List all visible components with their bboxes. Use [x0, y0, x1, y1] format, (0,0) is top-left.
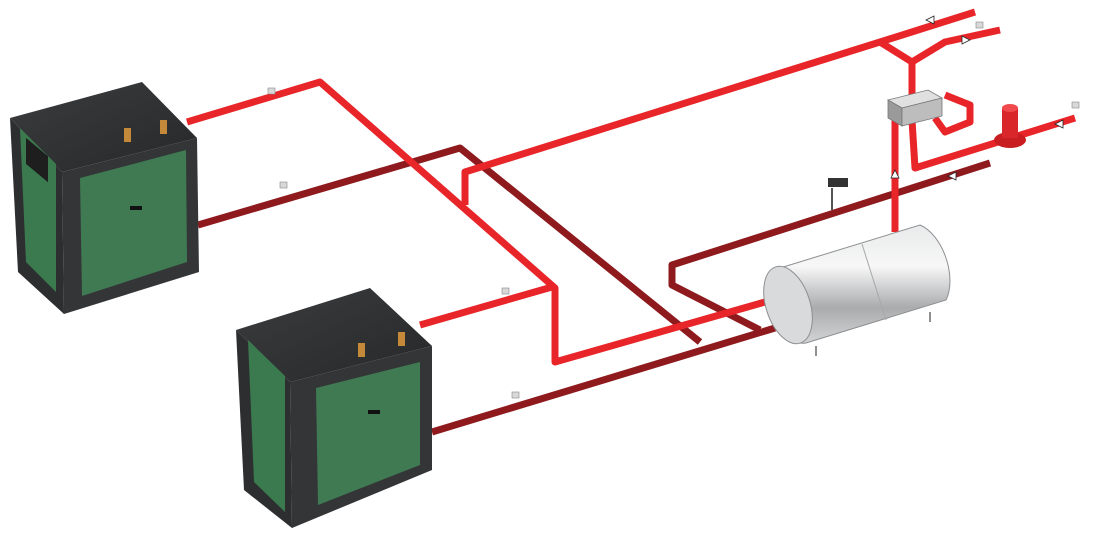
boiler-2: [236, 288, 432, 528]
supply-pipe-boiler-1: [185, 78, 766, 366]
circulator-pump: [994, 104, 1026, 148]
boiler-top: [236, 288, 432, 382]
supply-pipe-boiler-2: [419, 283, 553, 329]
sensors: [267, 21, 1080, 399]
boiler-side-panel: [316, 362, 420, 505]
boiler-front-panel: [248, 340, 285, 512]
return-pipes: [197, 144, 992, 436]
mixing-valve: [886, 89, 944, 127]
supply-to-pump: [932, 91, 974, 136]
boiler-1: [10, 82, 199, 314]
sensor-icon: [279, 181, 288, 189]
sensor-icon: [1071, 101, 1080, 109]
boiler-display: [26, 137, 48, 183]
sensor-icon: [511, 391, 520, 399]
boiler-side-panel: [80, 150, 187, 296]
supply-main-line: [461, 8, 977, 205]
return-pipe-tank-loop: [668, 159, 992, 334]
flow-arrows: [890, 15, 1064, 181]
return-pipe-boiler-2: [430, 324, 777, 436]
return-pipe-boiler-1: [197, 144, 703, 345]
flow-arrow-icon: [947, 171, 957, 181]
sensor-icon: [501, 287, 510, 295]
temperature-sensor: [828, 178, 848, 210]
supply-branch-valve: [878, 39, 916, 95]
flow-arrow-icon: [961, 35, 971, 45]
supply-branch-outlet: [910, 26, 1001, 65]
flow-arrow-icon: [1054, 119, 1064, 129]
storage-tank: [763, 224, 951, 356]
flow-arrow-icon: [890, 169, 900, 179]
boiler-top: [10, 82, 197, 172]
boiler-handle: [368, 410, 380, 414]
sensor-icon: [975, 21, 984, 29]
boiler-handle: [130, 206, 142, 210]
flow-arrow-icon: [925, 15, 935, 25]
sensor-icon: [267, 87, 276, 95]
